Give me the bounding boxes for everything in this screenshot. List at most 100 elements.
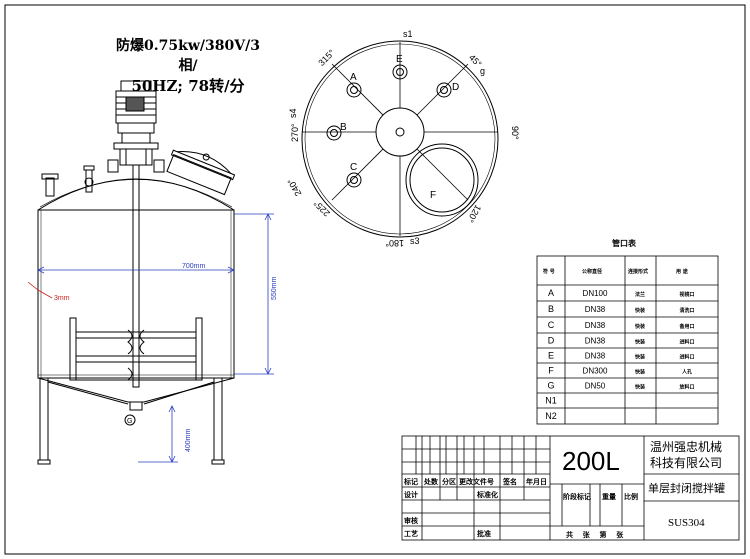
outlet-g-marker: [124, 414, 136, 426]
motor-spec: 防爆0.75kw/380V/3相/ 50HZ; 78转/分: [108, 36, 268, 96]
agitator-shaft: [132, 164, 140, 388]
plan-outer-circle: [301, 40, 499, 238]
tb-header-date: 年月日: [526, 477, 547, 486]
tb-sheets: 共 张 第 张: [566, 530, 624, 539]
elevation-view: [37, 80, 236, 465]
nozzle-row-conn: 快装: [634, 307, 645, 314]
nozzle-row-sym: F: [548, 366, 554, 376]
angle-225: 225°: [311, 198, 332, 219]
tb-header-doc: 更改文件号: [459, 477, 494, 486]
nozzle-row-dn: DN38: [585, 305, 606, 314]
nozzle-row-conn: 快装: [634, 323, 645, 330]
nozzle-row-use: 人孔: [681, 369, 692, 376]
plan-nozzle-c: [346, 172, 362, 188]
angle-270: 270°: [290, 123, 300, 142]
nozzle-row-use: 视镜口: [679, 291, 694, 298]
tag-g: g: [480, 66, 485, 76]
nozzle-row-conn: 快装: [634, 354, 645, 361]
tb-header-mark: 标记: [403, 477, 418, 486]
plan-nozzle-d: [436, 82, 452, 98]
plan-label-a: A: [350, 72, 357, 83]
table-header-dn: 公称直径: [582, 268, 602, 275]
nozzle-row-use: 备用口: [678, 323, 694, 330]
drawing-border: [4, 4, 746, 555]
nozzle-row-conn: 快装: [634, 369, 645, 376]
nozzle-row-use: 进料口: [679, 354, 694, 361]
nozzle-row-dn: DN300: [583, 367, 608, 376]
tb-header-sign: 签名: [502, 477, 517, 486]
tb-volume: 200L: [562, 446, 620, 476]
nozzle-row-sym: B: [548, 304, 554, 314]
nozzle-row-use: 放料口: [678, 384, 694, 391]
nozzle-row-dn: DN38: [585, 337, 606, 346]
plan-nozzle-a: [346, 82, 362, 98]
tag-s3: s3: [410, 236, 420, 246]
motor-spec-line2: 50HZ; 78转/分: [131, 77, 245, 95]
thickness-label: 3mm: [54, 295, 70, 302]
tb-review: 审核: [404, 516, 418, 525]
table-header-conn: 连接形式: [628, 268, 648, 275]
tb-company-line2: 科技有限公司: [650, 456, 722, 470]
nozzle-row-sym: A: [548, 288, 554, 298]
plan-label-f: F: [430, 190, 436, 201]
nozzle-row-sym: N1: [545, 396, 557, 406]
table-header-use: 用 途: [675, 268, 689, 275]
angle-90: 90°: [510, 126, 520, 140]
tb-header-count: 处数: [423, 477, 439, 486]
plan-manhole-f: [405, 143, 479, 217]
nozzle-row-sym: N2: [545, 411, 557, 421]
plan-label-b: B: [340, 122, 347, 133]
dimension-lines: [37, 213, 274, 463]
nozzle-row-conn: 法兰: [635, 291, 645, 298]
angle-315: 315°: [316, 47, 337, 68]
width-dimension-label: 700mm: [182, 263, 206, 270]
tb-material: SUS304: [668, 517, 705, 529]
motor: [113, 80, 159, 166]
table-header-symbol: 符 号: [543, 268, 555, 275]
angle-180: 180°: [385, 238, 404, 248]
tb-approve: 批准: [477, 529, 491, 538]
tb-company-line1: 温州强忠机械: [650, 439, 722, 454]
tb-standardize: 标准化: [476, 490, 498, 499]
angle-240: 240°: [285, 176, 303, 197]
tb-product: 单层封闭搅拌罐: [648, 481, 725, 495]
plan-label-c: C: [350, 162, 357, 173]
nozzle-row-sym: G: [547, 381, 554, 391]
tb-design: 设计: [404, 490, 418, 499]
outlet-g-label: G: [127, 418, 132, 425]
plan-label-d: D: [452, 82, 459, 93]
nozzle-row-dn: DN50: [585, 382, 606, 391]
thickness-leader: [27, 281, 53, 299]
plan-nozzle-e: [392, 64, 408, 80]
tb-process: 工艺: [404, 529, 418, 538]
nozzle-row-conn: 快装: [634, 384, 645, 391]
motor-spec-line1: 防爆0.75kw/380V/3相/: [116, 38, 260, 74]
nozzle-table-title: 管口表: [612, 238, 637, 248]
height-dimension-label: 550mm: [271, 276, 278, 300]
nozzle-row-use: 清洗口: [679, 307, 694, 314]
angle-0: s1: [403, 29, 413, 39]
nozzle-row-conn: 快装: [634, 339, 645, 346]
nozzle-row-sym: C: [548, 320, 555, 330]
nozzle-row-use: 进料口: [679, 339, 694, 346]
nozzle-row-sym: D: [548, 336, 555, 346]
tb-scale: 比例: [624, 492, 638, 501]
plan-view: [301, 40, 499, 238]
plan-label-e: E: [396, 54, 403, 65]
title-block: [401, 435, 740, 541]
agitator-paddle: [69, 317, 203, 381]
tank-bottom-cone: [37, 377, 235, 403]
tb-header-zone: 分区: [442, 477, 456, 486]
angle-120: 120°: [465, 203, 483, 224]
nozzle-row-dn: DN38: [585, 352, 606, 361]
tag-s4: s4: [288, 108, 298, 118]
tank-top-head: [37, 178, 235, 211]
tb-stage-mark: 阶段标记: [563, 492, 591, 501]
nozzle-row-dn: DN38: [585, 321, 606, 330]
nozzle-row-sym: E: [548, 351, 554, 361]
plan-center-bore: [375, 107, 425, 157]
plan-nozzle-b: [326, 125, 342, 141]
